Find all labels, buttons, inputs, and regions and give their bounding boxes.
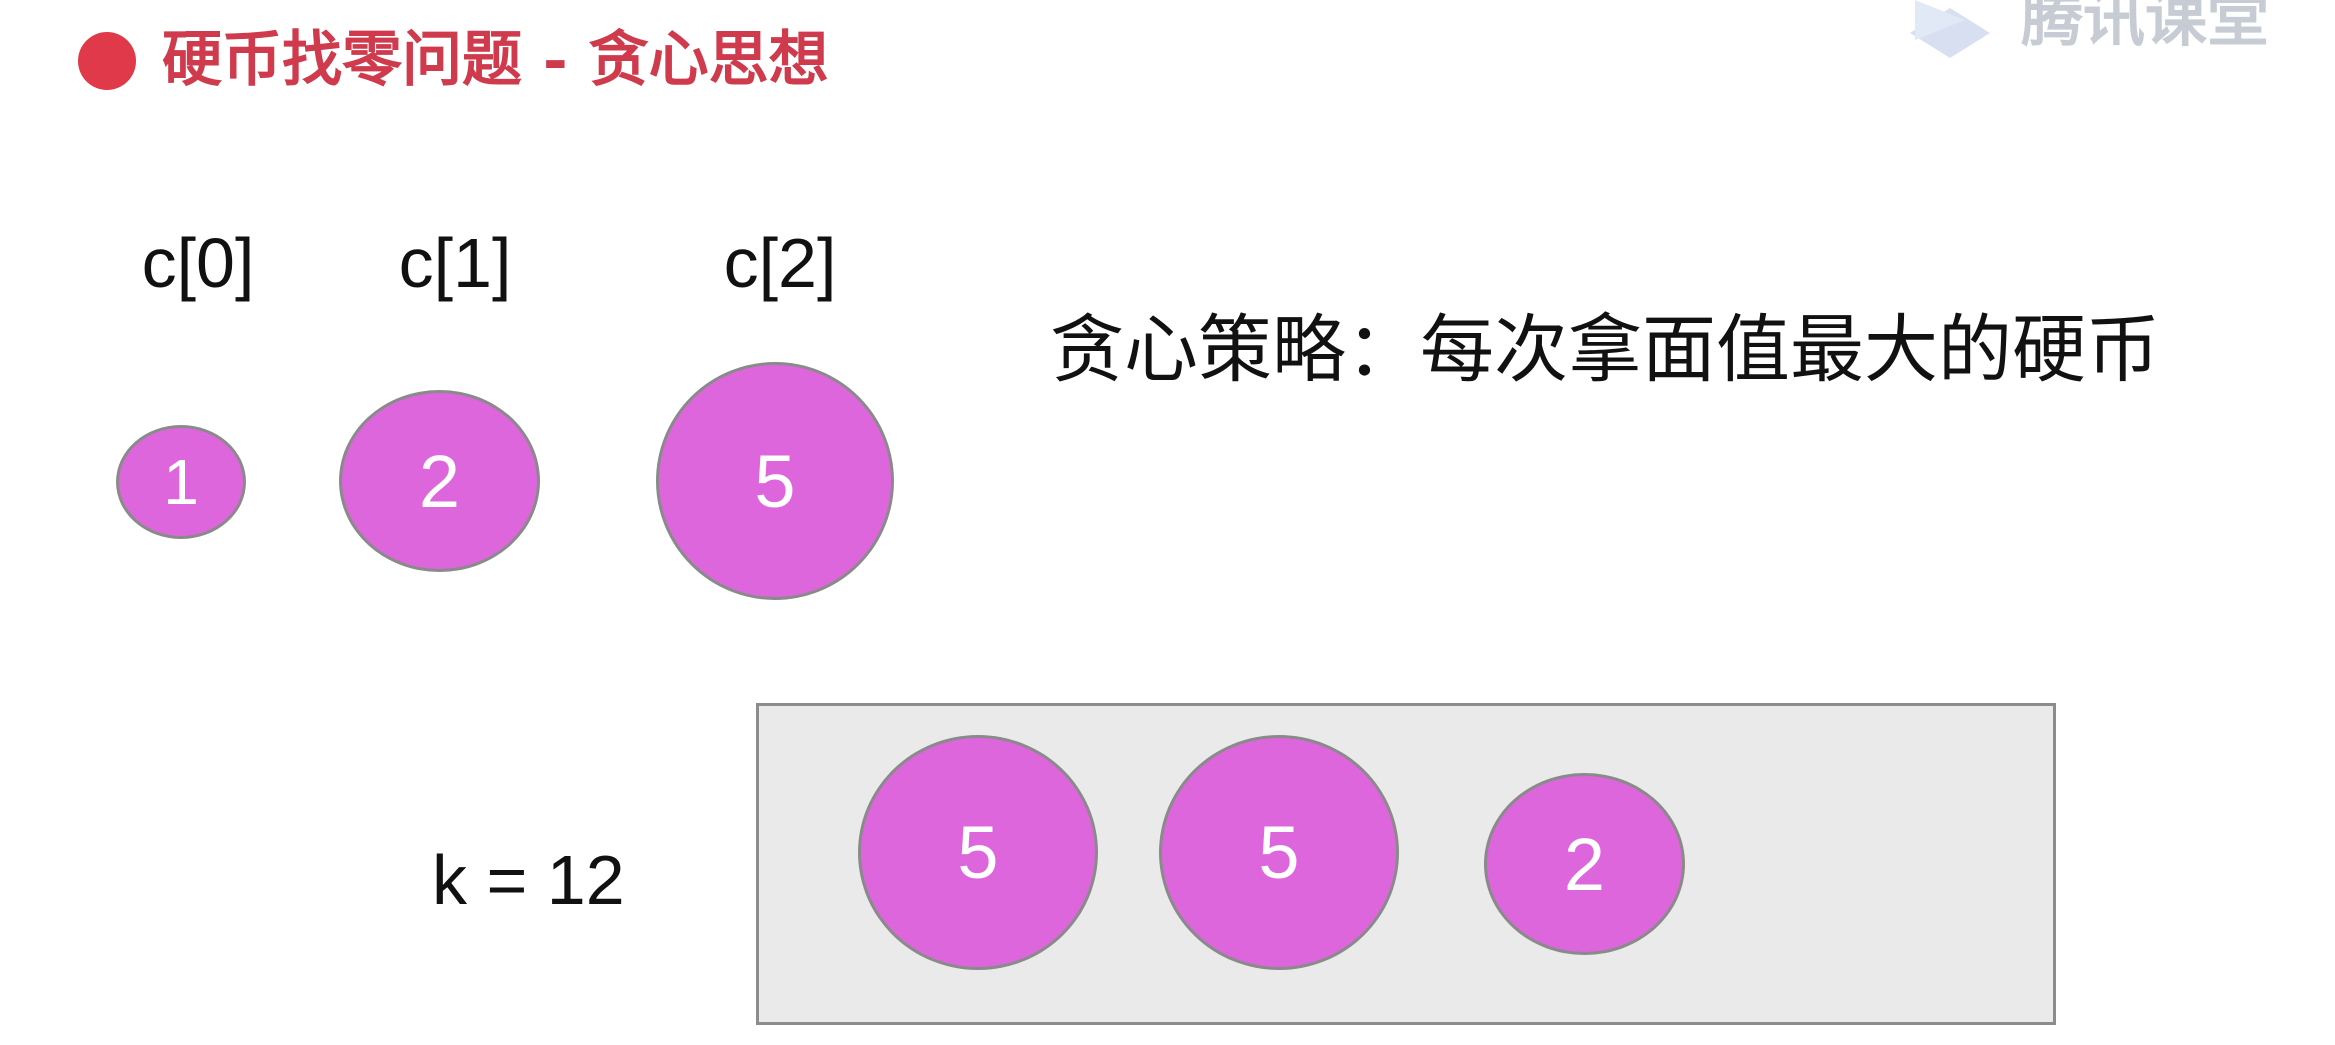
result-coin: 5 (1159, 735, 1399, 970)
coin-value: 2 (1563, 822, 1606, 906)
k-label: k = 12 (432, 841, 625, 919)
watermark: 腾讯课堂 (1895, 0, 2315, 78)
coin-label: c[2] (723, 224, 837, 302)
result-coin: 5 (858, 735, 1098, 970)
result-coin: 2 (1484, 773, 1685, 955)
slide-title: 硬币找零问题 - 贪心思想 (162, 25, 829, 95)
coin: 2 (339, 390, 540, 572)
coin-value: 5 (1258, 811, 1300, 894)
coin-value: 5 (957, 811, 999, 894)
strategy-text: 贪心策略：每次拿面值最大的硬币 (1050, 307, 2160, 393)
coin-label: c[1] (398, 224, 512, 302)
watermark-text: 腾讯课堂 (2021, 0, 2270, 55)
coin-value: 2 (418, 439, 461, 523)
coin-value: 5 (754, 439, 796, 523)
coin: 1 (116, 425, 246, 539)
coin-label: c[0] (141, 224, 255, 302)
coin: 5 (656, 362, 894, 600)
coin-value: 1 (163, 446, 199, 518)
title-bullet-icon (78, 32, 136, 90)
play-icon (1910, 0, 1990, 58)
